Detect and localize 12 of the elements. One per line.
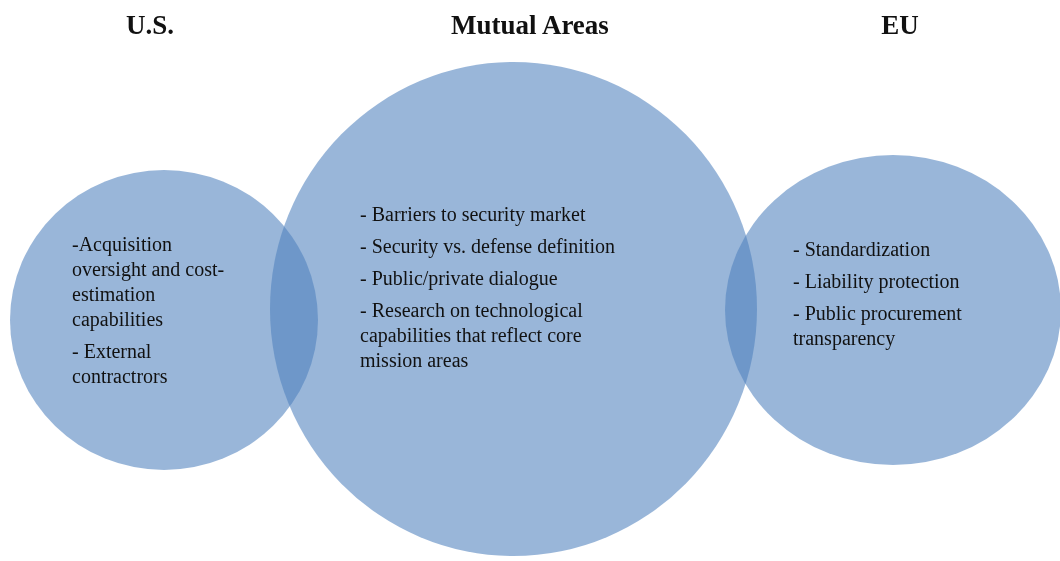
circle-heading: EU	[880, 10, 920, 41]
list-item: -Acquisition oversight and cost-estimation capabilities	[72, 232, 226, 332]
list-item: - Security vs. defense definition	[360, 234, 616, 259]
circle-heading: Mutual Areas	[450, 10, 610, 41]
list-item: - Liability protection	[793, 269, 961, 294]
list-item: - Barriers to security market	[360, 202, 587, 227]
list-item: - Public procurement transparency	[793, 301, 963, 351]
circle-heading: U.S.	[125, 10, 175, 41]
list-item: - Standardization	[793, 237, 932, 262]
list-item: - Research on technological capabilities that reflect core mission areas	[360, 298, 584, 373]
list-item: - External contractrors	[72, 339, 169, 389]
list-item: - Public/private dialogue	[360, 266, 559, 291]
